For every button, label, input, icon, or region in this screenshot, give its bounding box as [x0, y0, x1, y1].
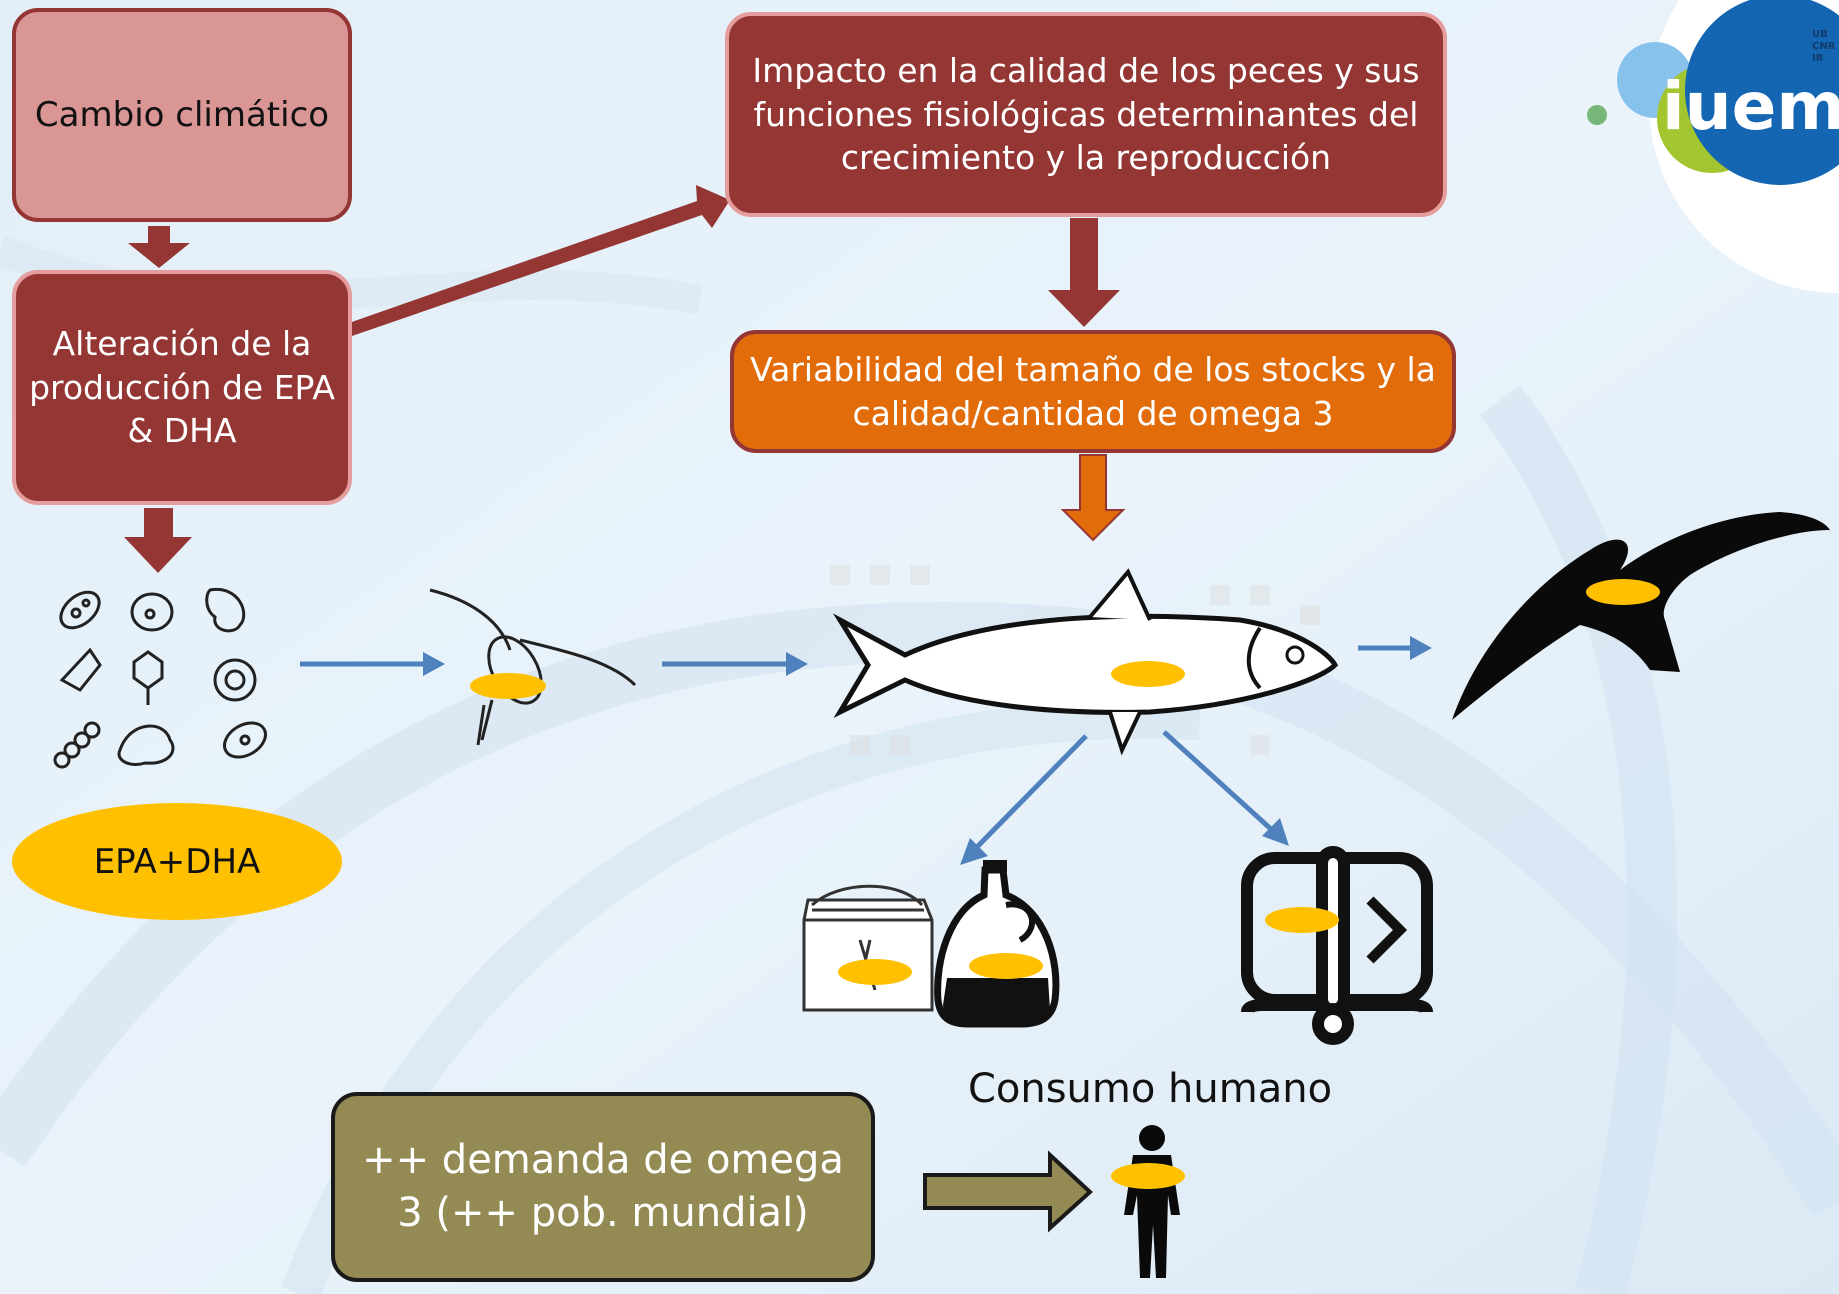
sardine-fish-icon [830, 565, 1339, 756]
arrow-impact-to-variability [1048, 218, 1120, 327]
copepod-icon [429, 588, 637, 746]
arrow-demand-to-consumption [923, 1150, 1093, 1233]
arrow-alteration-to-microorganisms [124, 508, 192, 573]
human-figure-icon [1124, 1125, 1180, 1278]
oil-bottle-icon [934, 860, 1060, 1028]
flow-arrows [300, 636, 1432, 865]
fishmeal-bag-icon [802, 884, 934, 1012]
canned-fish-icon [1241, 846, 1433, 1045]
epa-dha-legend: EPA+DHA [12, 803, 342, 920]
arrow-variability-to-fish [1060, 454, 1126, 542]
climate-change-box: Cambio climático [12, 8, 352, 222]
epa-dha-alteration-box: Alteración de la producción de EPA & DHA [12, 270, 352, 505]
omega3-markers [470, 579, 1660, 1189]
omega3-demand-box: ++ demanda de omega 3 (++ pob. mundial) [331, 1092, 875, 1282]
seabird-icon [1452, 512, 1830, 720]
fish-quality-impact-box: Impacto en la calidad de los peces y sus… [725, 12, 1447, 217]
iuem-logo-text: iuem [1662, 68, 1839, 145]
arrow-climate-to-alteration [128, 226, 190, 268]
iuem-logo-partners: UB CNR IR [1812, 29, 1836, 64]
human-consumption-label: Consumo humano [967, 1066, 1333, 1112]
microorganisms-icon [53, 588, 267, 769]
iuem-logo [1587, 0, 1839, 293]
stock-variability-box: Variabilidad del tamaño de los stocks y … [730, 330, 1456, 453]
arrow-alteration-to-impact [349, 185, 730, 336]
